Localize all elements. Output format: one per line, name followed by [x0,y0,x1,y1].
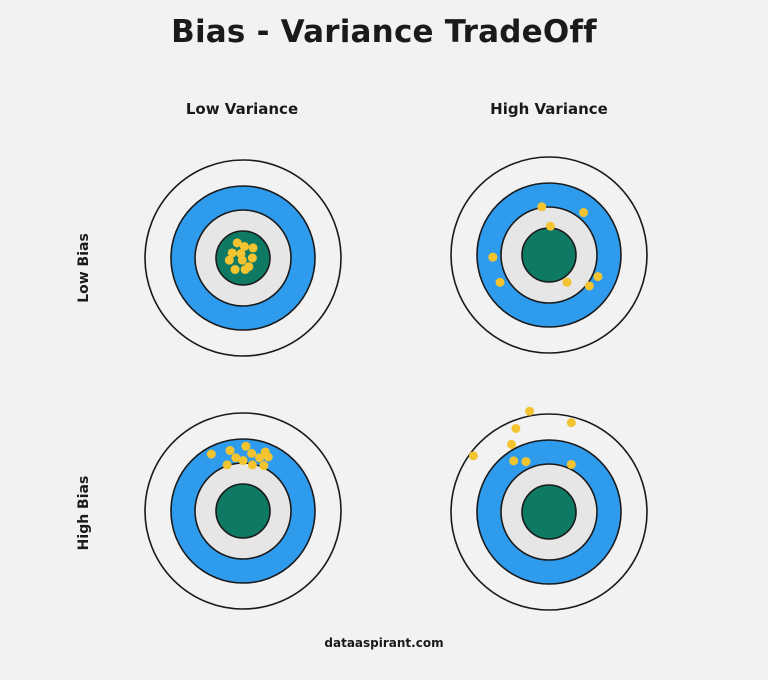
shot-dot [495,277,505,287]
shot-dot [259,461,269,471]
shot-dot [468,451,478,461]
bullseye [215,483,271,539]
shot-dot [247,253,257,263]
shot-dot [545,221,555,231]
target-high-bias-high-variance [450,406,648,611]
shot-dot [230,265,240,275]
target-low-bias-high-variance [450,156,648,354]
shot-dot [248,243,258,253]
shot-dot [509,456,519,466]
shot-dot [239,241,249,251]
target-low-bias-low-variance [144,159,342,357]
shot-dot [232,238,242,248]
shot-dot [593,272,603,282]
shot-dot [247,448,257,458]
shot-dot [231,453,241,463]
shot-dot [237,255,247,265]
bullseye [521,227,577,283]
footer-credit: dataaspirant.com [324,636,444,650]
shot-dot [566,459,576,469]
shot-dot [584,281,594,291]
shot-dot [562,277,572,287]
shot-dot [227,248,237,258]
shot-dot [488,252,498,262]
shot-dot [507,439,517,449]
diagram-title: Bias - Variance TradeOff [171,14,597,50]
shot-dot [521,457,531,467]
shot-dot [566,418,576,428]
shot-dot [206,449,216,459]
target-high-bias-low-variance [144,412,342,610]
shot-dot [579,208,589,218]
shot-dot [222,460,232,470]
shot-dot [511,423,521,433]
shot-dot [537,202,547,212]
shot-dot [263,452,273,462]
bullseye [521,484,577,540]
shot-dot [247,460,257,470]
shot-dot [238,456,248,466]
column-label-high-variance: High Variance [490,100,608,118]
shot-dot [525,406,535,416]
shot-dot [240,265,250,275]
shot-dot [241,441,251,451]
shot-dot [255,453,265,463]
shot-dot [225,446,235,456]
column-label-low-variance: Low Variance [185,100,299,118]
shot-dot [224,255,234,265]
